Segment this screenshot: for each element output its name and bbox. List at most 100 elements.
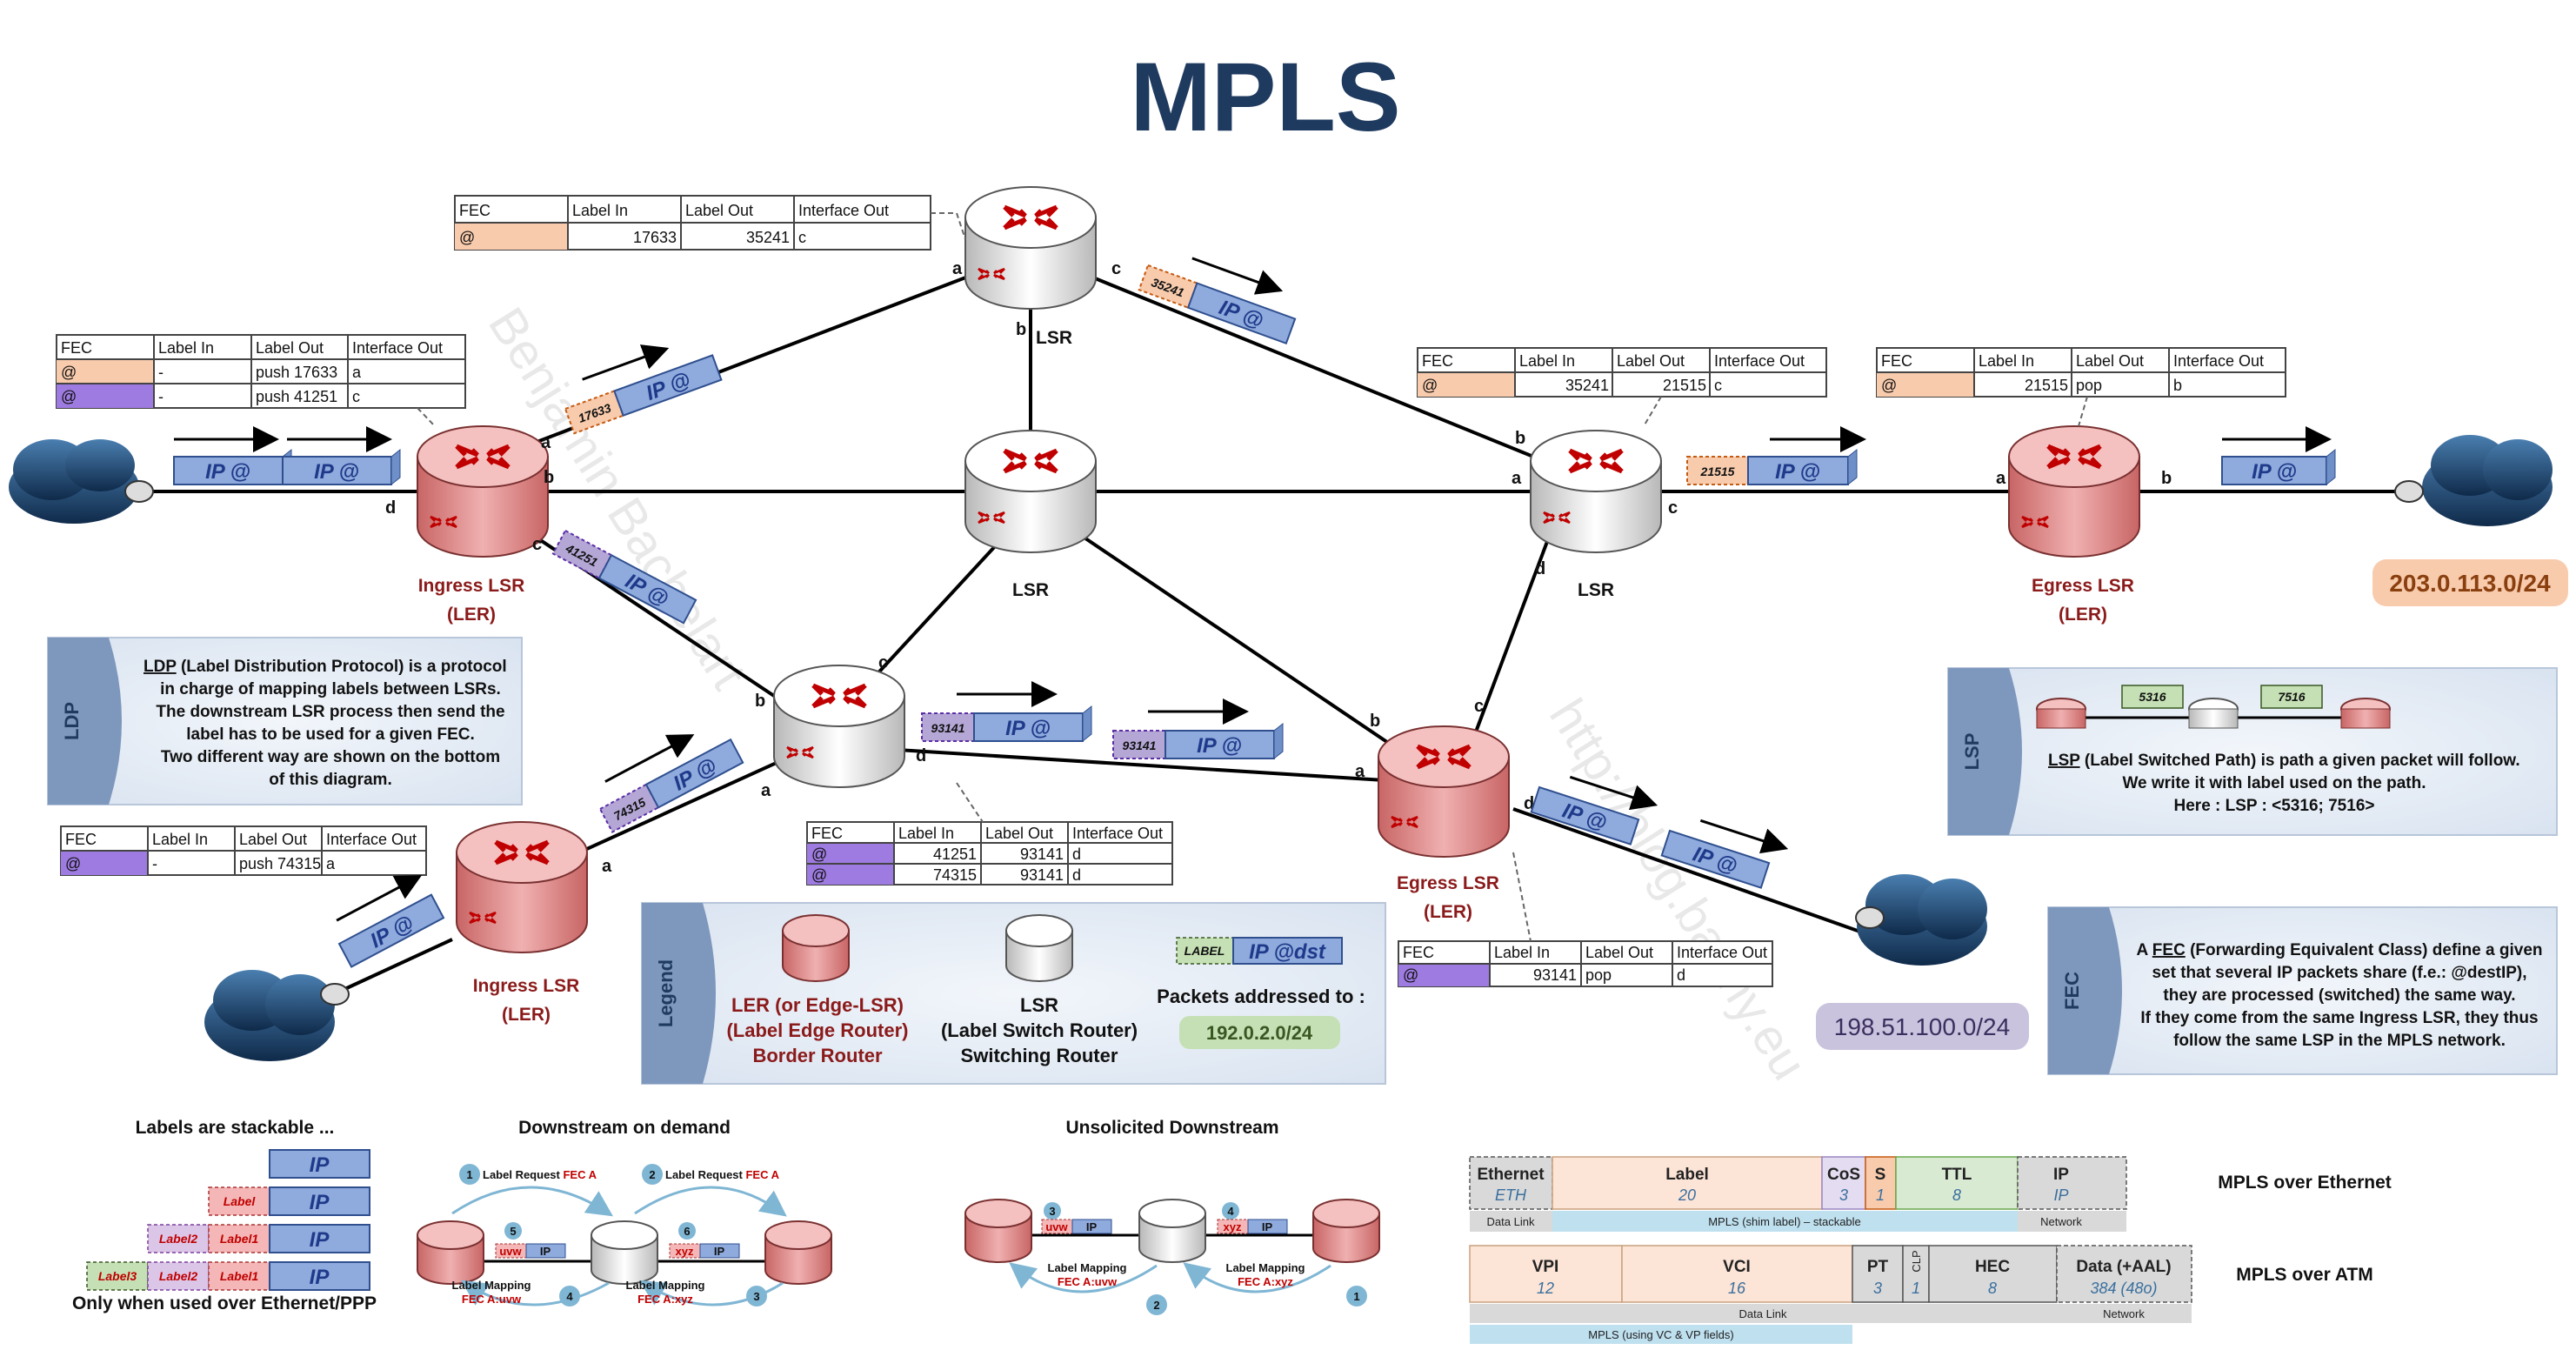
svg-text:c: c bbox=[1668, 498, 1678, 518]
svg-text:Interface Out: Interface Out bbox=[2173, 352, 2264, 370]
svg-text:c: c bbox=[532, 535, 542, 554]
svg-text:Label In: Label In bbox=[152, 831, 208, 848]
svg-text:uvw: uvw bbox=[499, 1245, 522, 1258]
svg-text:If they come from the same Ing: If they come from the same Ingress LSR, … bbox=[2140, 1009, 2538, 1027]
svg-text:IP: IP bbox=[2053, 1166, 2069, 1184]
table-ingress-bottom: FEC Label In Label Out Interface Out @ -… bbox=[60, 825, 427, 876]
svg-text:VPI: VPI bbox=[1532, 1258, 1559, 1276]
svg-text:Legend: Legend bbox=[655, 959, 677, 1027]
lsp-info-box: LSP 5316 7516 LSP (Label Switched Path) … bbox=[1947, 667, 2558, 836]
labels-stackable-section: Labels are stackable ... Only when used … bbox=[72, 1118, 377, 1313]
router-egress-right-ler[interactable] bbox=[2008, 425, 2140, 558]
svg-text:FEC: FEC bbox=[65, 831, 97, 848]
ingress-top-sublabel: (LER) bbox=[447, 605, 496, 625]
svg-text:3: 3 bbox=[1873, 1280, 1882, 1297]
svg-text:IP @: IP @ bbox=[314, 460, 359, 484]
svg-text:b: b bbox=[2161, 469, 2172, 488]
svg-text:FEC A:xyz: FEC A:xyz bbox=[1238, 1275, 1293, 1288]
svg-text:follow the same LSP in the MPL: follow the same LSP in the MPLS network. bbox=[2173, 1032, 2506, 1050]
egress-right-label: Egress LSR bbox=[2032, 576, 2134, 596]
router-center-lsr[interactable] bbox=[964, 430, 1097, 553]
svg-text:c: c bbox=[1714, 377, 1722, 394]
svg-text:FEC: FEC bbox=[1403, 944, 1434, 961]
svg-text:Label Out: Label Out bbox=[239, 831, 307, 848]
table-top-lsr: FEC Label In Label Out Interface Out @ 1… bbox=[454, 195, 931, 251]
svg-text:Label3: Label3 bbox=[98, 1269, 137, 1283]
svg-text:Label Out: Label Out bbox=[985, 825, 1053, 842]
egress-bottom-sublabel: (LER) bbox=[1424, 902, 1472, 922]
mpls-atm-header: VPI 12 VCI 16 PT 3 CLP 1 HEC 8 Data (+AA… bbox=[1469, 1245, 2373, 1344]
svg-text:Labels are stackable ...: Labels are stackable ... bbox=[136, 1118, 335, 1138]
svg-text:in charge of mapping labels be: in charge of mapping labels between LSRs… bbox=[160, 680, 501, 698]
svg-text:@: @ bbox=[1403, 966, 1418, 984]
svg-text:a: a bbox=[326, 855, 336, 872]
svg-text:Label Out: Label Out bbox=[2076, 352, 2144, 370]
svg-text:7516: 7516 bbox=[2278, 690, 2305, 704]
svg-text:17633: 17633 bbox=[633, 229, 677, 246]
svg-text:xyz: xyz bbox=[676, 1245, 694, 1258]
svg-text:b: b bbox=[755, 692, 765, 711]
svg-text:d: d bbox=[1535, 559, 1545, 578]
fec-info-box: FEC A FEC (Forwarding Equivalent Class) … bbox=[2047, 906, 2558, 1075]
svg-text:41251: 41251 bbox=[933, 845, 977, 863]
svg-text:Interface Out: Interface Out bbox=[1677, 944, 1767, 961]
svg-text:21515: 21515 bbox=[1700, 464, 1735, 478]
svg-text:push 74315: push 74315 bbox=[239, 855, 321, 872]
svg-text:Label Request FEC A: Label Request FEC A bbox=[665, 1168, 780, 1181]
svg-text:203.0.113.0/24: 203.0.113.0/24 bbox=[2389, 570, 2551, 597]
svg-text:@: @ bbox=[61, 364, 77, 381]
svg-text:MPLS over ATM: MPLS over ATM bbox=[2236, 1265, 2373, 1285]
svg-text:FEC: FEC bbox=[1881, 352, 1912, 370]
mpls-ethernet-header: Ethernet ETH Label 20 CoS 3 S 1 TTL 8 IP… bbox=[1469, 1156, 2392, 1232]
packet-ip-right-out: IP @ bbox=[2221, 426, 2336, 486]
packet-label-74315: 74315 IP @ bbox=[598, 734, 744, 833]
svg-text:Label1: Label1 bbox=[220, 1232, 259, 1246]
svg-text:b: b bbox=[1016, 320, 1026, 339]
router-egress-bottom-ler[interactable] bbox=[1378, 725, 1510, 858]
svg-text:@: @ bbox=[1881, 377, 1897, 394]
router-ingress-top-ler[interactable] bbox=[417, 425, 549, 558]
svg-text:Label In: Label In bbox=[898, 825, 954, 842]
svg-text:FEC: FEC bbox=[459, 202, 491, 219]
svg-text:(Label Edge Router): (Label Edge Router) bbox=[726, 1019, 908, 1041]
svg-text:pop: pop bbox=[1585, 966, 1612, 984]
svg-text:FEC: FEC bbox=[811, 825, 843, 842]
svg-text:b: b bbox=[544, 468, 554, 487]
router-lower-lsr[interactable] bbox=[773, 665, 905, 788]
table-ingress-top: FEC Label In Label Out Interface Out @ -… bbox=[56, 334, 466, 409]
svg-text:Data (+AAL): Data (+AAL) bbox=[2076, 1258, 2171, 1276]
svg-text:@: @ bbox=[65, 855, 81, 872]
svg-text:Label Mapping: Label Mapping bbox=[1226, 1261, 1305, 1274]
svg-text:Label Mapping: Label Mapping bbox=[626, 1279, 705, 1292]
lsp-router-1 bbox=[2036, 698, 2086, 729]
svg-text:c: c bbox=[878, 653, 888, 672]
packet-label-93141-a: 93141 IP @ bbox=[921, 681, 1092, 743]
svg-text:-: - bbox=[158, 364, 164, 381]
svg-text:IP: IP bbox=[1086, 1220, 1098, 1233]
svg-text:4: 4 bbox=[1227, 1205, 1234, 1218]
router-top-lsr[interactable] bbox=[964, 186, 1097, 310]
packet-label-17633: 17633 IP @ bbox=[564, 344, 723, 435]
svg-text:a: a bbox=[602, 857, 612, 876]
router-ingress-bottom-ler[interactable] bbox=[456, 821, 588, 953]
svg-text:Label In: Label In bbox=[1519, 352, 1575, 370]
svg-text:12: 12 bbox=[1537, 1280, 1554, 1297]
svg-text:16: 16 bbox=[1728, 1280, 1746, 1297]
table-egress-bottom: FEC Label In Label Out Interface Out @ 9… bbox=[1398, 940, 1773, 987]
svg-text:LABEL: LABEL bbox=[1185, 944, 1225, 958]
router-top-label: LSR bbox=[1036, 328, 1072, 348]
svg-text:IP: IP bbox=[310, 1266, 330, 1289]
svg-text:IP @: IP @ bbox=[2252, 460, 2297, 484]
svg-text:74315: 74315 bbox=[933, 866, 977, 884]
svg-text:IP: IP bbox=[714, 1245, 725, 1258]
link-center-lower bbox=[859, 520, 1019, 693]
router-right-lsr[interactable] bbox=[1530, 430, 1662, 553]
svg-text:@: @ bbox=[1422, 377, 1438, 394]
link-cloud-bottom-ingress bbox=[338, 938, 453, 993]
packet-label-93141-b: 93141 IP @ bbox=[1112, 698, 1284, 760]
svg-text:CLP: CLP bbox=[1910, 1250, 1923, 1272]
svg-text:93141: 93141 bbox=[1020, 866, 1064, 884]
svg-text:Label Mapping: Label Mapping bbox=[1048, 1261, 1127, 1274]
svg-text:IP: IP bbox=[1262, 1220, 1273, 1233]
svg-text:@: @ bbox=[811, 845, 827, 863]
